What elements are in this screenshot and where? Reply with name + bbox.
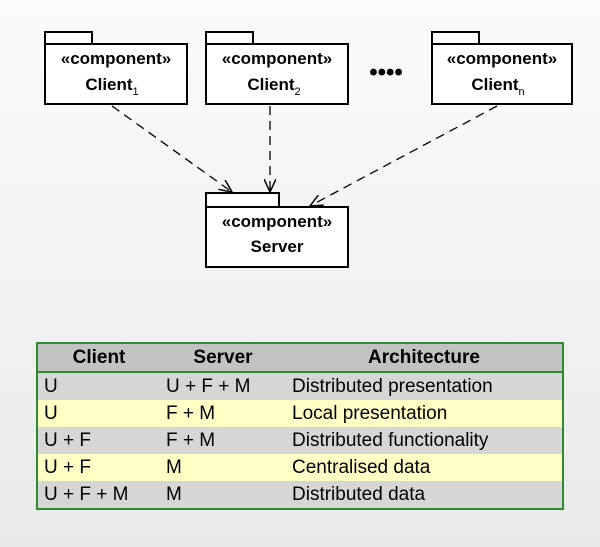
client-1-stereotype: «component» <box>61 49 172 68</box>
cell-server: F + M <box>160 427 286 454</box>
client-1-label: Client1 <box>85 75 138 98</box>
cell-architecture: Distributed data <box>286 481 563 509</box>
table-row: U + F + M M Distributed data <box>37 481 563 509</box>
client-2-label: Client2 <box>247 75 300 98</box>
component-diagram: «component» Client1 «component» Client2 … <box>44 31 573 268</box>
cell-client: U <box>37 372 160 400</box>
cell-server: M <box>160 481 286 509</box>
cell-architecture: Distributed presentation <box>286 372 563 400</box>
table-row: U + F F + M Distributed functionality <box>37 427 563 454</box>
client-2-stereotype: «component» <box>222 49 333 68</box>
cell-server: F + M <box>160 400 286 427</box>
client-n-package: «component» Clientn <box>431 31 573 105</box>
server-label: Server <box>251 237 304 256</box>
table-header-row: Client Server Architecture <box>37 343 563 373</box>
architecture-table: Client Server Architecture U U + F + M D… <box>36 342 564 510</box>
cell-server: M <box>160 454 286 481</box>
cell-client: U + F <box>37 427 160 454</box>
header-server: Server <box>160 343 286 373</box>
client-n-stereotype: «component» <box>447 49 558 68</box>
cell-architecture: Distributed functionality <box>286 427 563 454</box>
server-stereotype: «component» <box>222 212 333 231</box>
table-row: U + F M Centralised data <box>37 454 563 481</box>
header-client: Client <box>37 343 160 373</box>
client-2-package: «component» Client2 <box>205 31 349 105</box>
cell-client: U + F + M <box>37 481 160 509</box>
table-row: U F + M Local presentation <box>37 400 563 427</box>
cell-architecture: Local presentation <box>286 400 563 427</box>
ellipsis-dots: •••• <box>369 59 403 86</box>
cell-client: U <box>37 400 160 427</box>
header-architecture: Architecture <box>286 343 563 373</box>
client-n-label: Clientn <box>471 75 524 98</box>
server-package: «component» Server <box>205 192 349 268</box>
cell-client: U + F <box>37 454 160 481</box>
dependency-arrow-client-1 <box>111 105 232 192</box>
dependency-arrow-client-n <box>310 105 498 206</box>
client-1-package: «component» Client1 <box>44 31 188 105</box>
cell-architecture: Centralised data <box>286 454 563 481</box>
cell-server: U + F + M <box>160 372 286 400</box>
table-row: U U + F + M Distributed presentation <box>37 372 563 400</box>
